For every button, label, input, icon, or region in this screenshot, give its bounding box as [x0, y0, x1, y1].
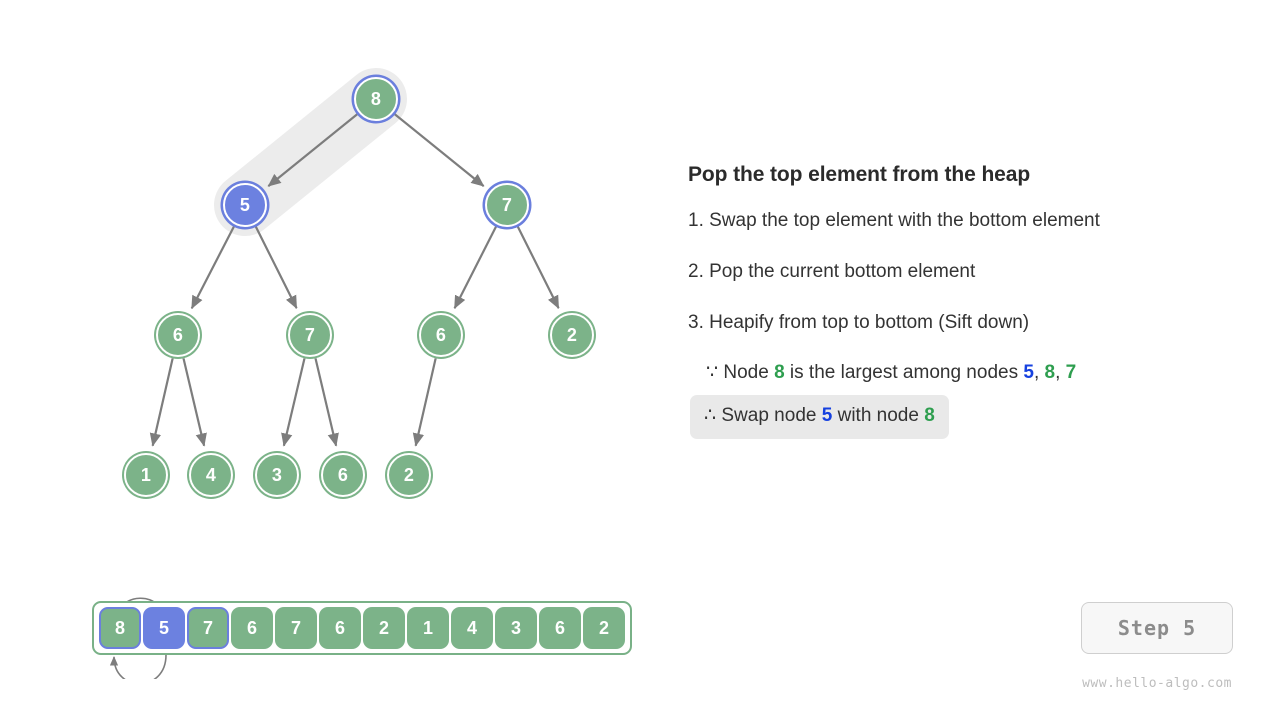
- reason-middle: is the largest among nodes: [784, 362, 1024, 384]
- tree-edge: [281, 358, 306, 447]
- tree-node[interactable]: 7: [485, 183, 529, 227]
- tree-node[interactable]: 6: [156, 313, 200, 357]
- reason-node-value: 8: [774, 362, 785, 384]
- tree-edge: [453, 225, 498, 310]
- therefore-symbol: ∴: [704, 404, 717, 426]
- array-cell[interactable]: 7: [187, 607, 229, 649]
- tree-edge: [516, 225, 560, 309]
- step-item-3: 3. Heapify from top to bottom (Sift down…: [688, 311, 1030, 333]
- tree-edge: [254, 225, 298, 309]
- tree-node[interactable]: 2: [387, 453, 431, 497]
- step-badge: Step 5: [1081, 602, 1233, 654]
- conclusion-prefix: Swap node: [721, 404, 822, 426]
- array-cell[interactable]: 6: [231, 607, 273, 649]
- array-cell[interactable]: 7: [275, 607, 317, 649]
- reason-candidate-3: 7: [1065, 362, 1077, 384]
- conclusion-from-value: 5: [821, 404, 833, 426]
- array-cell[interactable]: 4: [451, 607, 493, 649]
- reason-sep-2: ,: [1055, 362, 1066, 384]
- tree-node[interactable]: 1: [124, 453, 168, 497]
- tree-edge: [393, 113, 485, 187]
- tree-edges-svg: [149, 68, 560, 447]
- tree-edge: [314, 358, 339, 447]
- tree-edge: [182, 358, 207, 447]
- tree-node[interactable]: 4: [189, 453, 233, 497]
- swap-arrow-bottom: [109, 654, 167, 679]
- step-item-2: 2. Pop the current bottom element: [688, 260, 976, 282]
- conclusion-middle: with node: [832, 404, 925, 426]
- array-cell[interactable]: 6: [319, 607, 361, 649]
- array-cell[interactable]: 8: [99, 607, 141, 649]
- because-symbol: ∵: [706, 362, 719, 384]
- tree-node[interactable]: 3: [255, 453, 299, 497]
- array-cell[interactable]: 1: [407, 607, 449, 649]
- tree-edge: [412, 358, 437, 447]
- array-cell[interactable]: 5: [143, 607, 185, 649]
- conclusion-to-value: 8: [924, 404, 935, 426]
- tree-node[interactable]: 6: [419, 313, 463, 357]
- conclusion-line: ∴ Swap node 5 with node 8: [690, 394, 949, 439]
- tree-node[interactable]: 6: [321, 453, 365, 497]
- tree-edge: [149, 358, 174, 447]
- tree-node[interactable]: 7: [288, 313, 332, 357]
- tree-node[interactable]: 2: [550, 313, 594, 357]
- reason-candidate-2: 8: [1044, 362, 1056, 384]
- page-title: Pop the top element from the heap: [688, 163, 1031, 186]
- watermark: www.hello-algo.com: [1082, 676, 1232, 691]
- reason-prefix: Node: [723, 362, 775, 384]
- edge-layer: [149, 113, 560, 447]
- tree-node[interactable]: 5: [223, 183, 267, 227]
- reason-candidate-1: 5: [1023, 362, 1034, 384]
- tree-node[interactable]: 8: [354, 77, 398, 121]
- step-item-1: 1. Swap the top element with the bottom …: [688, 210, 1100, 231]
- array-cell[interactable]: 2: [363, 607, 405, 649]
- array-cell[interactable]: 2: [583, 607, 625, 649]
- explanation-panel: Pop the top element from the heap 1. Swa…: [688, 163, 1228, 448]
- tree-edge: [267, 113, 359, 187]
- array-cell[interactable]: 6: [539, 607, 581, 649]
- reason-sep-1: ,: [1033, 362, 1045, 384]
- array-cell[interactable]: 3: [495, 607, 537, 649]
- tree-edge: [190, 225, 235, 310]
- reason-line: ∵ Node 8 is the largest among nodes 5, 8…: [706, 361, 1228, 386]
